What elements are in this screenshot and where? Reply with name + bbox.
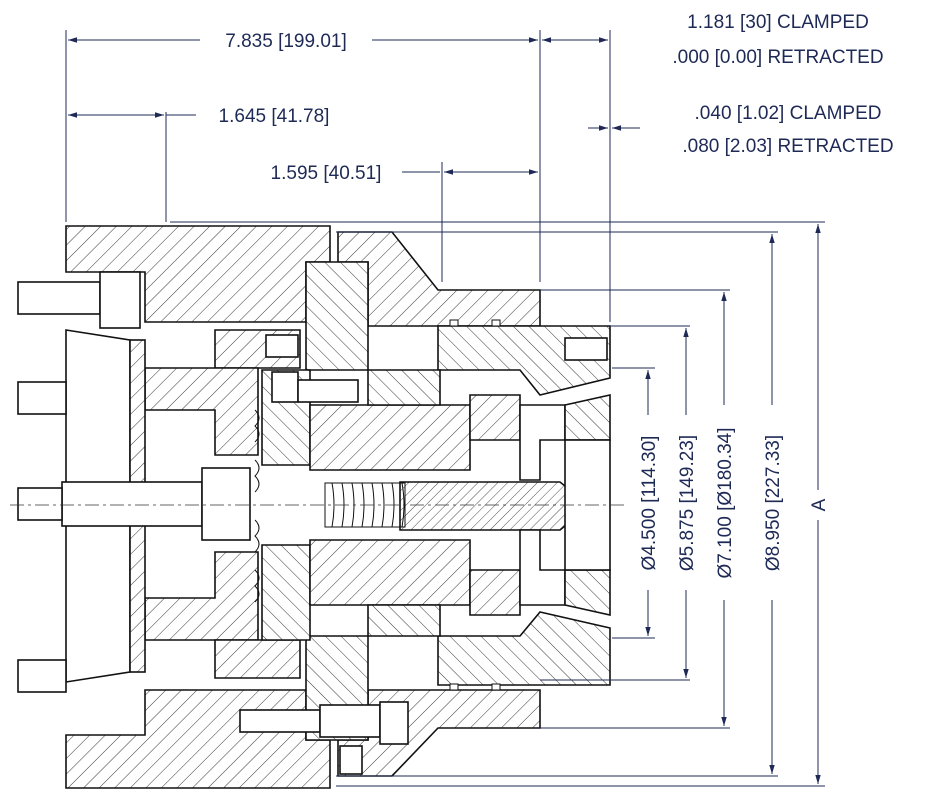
section-label-a: A	[809, 498, 830, 511]
dim-gap-clamped: .040 [1.02] CLAMPED	[695, 103, 882, 124]
dim-diameter-1: Ø4.500 [114.30]	[639, 436, 660, 571]
dim-nose-depth: 1.595 [40.51]	[271, 163, 382, 184]
chuck-body	[10, 225, 625, 789]
dimension-labels: 7.835 [199.01] 1.181 [30] CLAMPED .000 […	[219, 12, 894, 579]
dimension-lines	[65, 30, 825, 787]
dim-gap-retracted: .080 [2.03] RETRACTED	[682, 136, 893, 157]
dim-flange-depth: 1.645 [41.78]	[219, 106, 330, 127]
dim-diameter-2: Ø5.875 [149.23]	[677, 435, 698, 571]
dim-diameter-4: Ø8.950 [227.33]	[763, 435, 784, 571]
dim-stroke-clamped: 1.181 [30] CLAMPED	[687, 12, 869, 33]
dim-overall-length: 7.835 [199.01]	[225, 31, 347, 52]
dim-stroke-retracted: .000 [0.00] RETRACTED	[672, 47, 883, 68]
dim-diameter-3: Ø7.100 [Ø180.34]	[715, 427, 736, 578]
